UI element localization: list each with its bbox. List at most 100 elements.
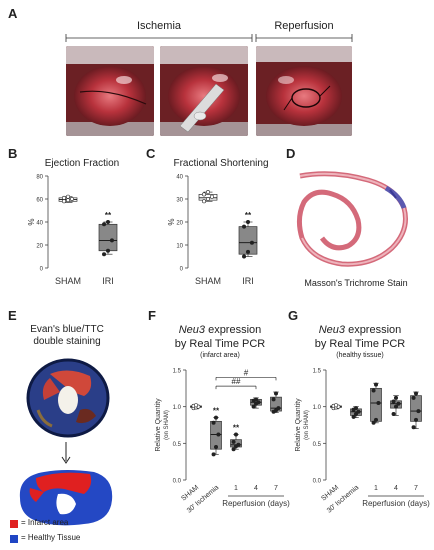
chart-f-title-line1: Neu3 expression bbox=[150, 324, 290, 336]
significance-mark: ** bbox=[245, 211, 252, 220]
y-tick-label: 1.5 bbox=[313, 369, 322, 375]
timeline-brackets bbox=[65, 34, 353, 42]
data-point bbox=[231, 439, 236, 444]
data-point bbox=[202, 192, 207, 197]
panel-label-c: C bbox=[146, 146, 156, 161]
data-point bbox=[374, 382, 379, 387]
masson-caption: Masson's Trichrome Stain bbox=[304, 278, 408, 288]
infarct-legend-swatch bbox=[10, 520, 18, 528]
data-point bbox=[246, 219, 251, 224]
box-iqr bbox=[98, 223, 118, 252]
chart-g-title-line3: (healthy tissue) bbox=[336, 352, 384, 359]
significance-mark: ** bbox=[105, 211, 112, 220]
data-point bbox=[376, 400, 381, 405]
box-iqr bbox=[238, 226, 258, 255]
panel-label-g: G bbox=[288, 308, 299, 323]
data-point bbox=[242, 254, 247, 259]
category-label: 1 bbox=[374, 485, 378, 492]
category-label: 1 bbox=[234, 485, 238, 492]
data-point bbox=[251, 404, 256, 409]
y-axis-label: Relative Quantity bbox=[295, 398, 302, 452]
chart-f-title-line2: by Real Time PCR bbox=[174, 338, 266, 350]
y-tick-label: 80 bbox=[36, 175, 43, 181]
surgery-photo-reperfusion bbox=[256, 46, 352, 136]
data-point bbox=[274, 391, 279, 396]
evans-title-line2: double staining bbox=[33, 336, 101, 347]
data-point bbox=[205, 190, 210, 195]
data-point bbox=[354, 411, 359, 416]
masson-trichrome-section bbox=[292, 168, 418, 272]
y-tick-label: 0.5 bbox=[313, 442, 322, 448]
data-point bbox=[102, 252, 107, 257]
data-point bbox=[249, 240, 254, 245]
panel-label-a: A bbox=[8, 6, 18, 21]
data-point bbox=[356, 409, 361, 414]
data-point bbox=[276, 406, 281, 411]
data-point bbox=[214, 415, 219, 420]
y-axis-label: Relative Quantity bbox=[155, 398, 162, 452]
data-point bbox=[391, 399, 396, 404]
chart-f-gene-name: Neu3 bbox=[178, 324, 206, 336]
infarct-legend-label: = Infarct area bbox=[21, 518, 69, 527]
data-point bbox=[236, 442, 241, 447]
significance-mark: ** bbox=[213, 407, 220, 416]
chart-f-title-rest: expression bbox=[205, 324, 262, 336]
data-point bbox=[271, 397, 276, 402]
y-tick-label: 20 bbox=[36, 244, 43, 250]
data-point bbox=[211, 420, 216, 425]
data-point bbox=[231, 447, 236, 452]
heart-slice-schematic bbox=[14, 466, 118, 528]
y-tick-label: 0.0 bbox=[173, 479, 182, 485]
data-point bbox=[211, 452, 216, 457]
reperfusion-group-label: Reperfusion (days) bbox=[362, 499, 430, 508]
y-tick-label: 20 bbox=[176, 221, 183, 227]
data-point bbox=[102, 222, 107, 227]
y-tick-label: 10 bbox=[176, 244, 183, 250]
data-point bbox=[391, 411, 396, 416]
data-point bbox=[109, 238, 114, 243]
y-tick-label: 0.0 bbox=[313, 479, 322, 485]
data-point bbox=[351, 414, 356, 419]
data-point bbox=[205, 196, 210, 201]
data-point bbox=[193, 403, 198, 408]
y-axis-label: % bbox=[167, 218, 176, 225]
data-point bbox=[242, 224, 247, 229]
data-point bbox=[394, 395, 399, 400]
data-point bbox=[69, 196, 74, 201]
data-point bbox=[411, 425, 416, 430]
data-point bbox=[371, 388, 376, 393]
data-point bbox=[414, 391, 419, 396]
panel-label-b: B bbox=[8, 146, 18, 161]
chart-c-title: Fractional Shortening bbox=[173, 158, 269, 169]
evans-title-line1: Evan's blue/TTC bbox=[30, 324, 104, 335]
data-point bbox=[371, 420, 376, 425]
data-point bbox=[216, 432, 221, 437]
data-point bbox=[106, 248, 111, 253]
data-point bbox=[209, 194, 214, 199]
data-point bbox=[214, 445, 219, 450]
category-label: 7 bbox=[274, 485, 278, 492]
y-axis-label: % bbox=[27, 218, 36, 225]
chart-f-title-line3: (infarct area) bbox=[200, 352, 240, 359]
y-tick-label: 1.5 bbox=[173, 369, 182, 375]
y-tick-label: 30 bbox=[176, 198, 183, 204]
y-tick-label: 40 bbox=[36, 221, 43, 227]
data-point bbox=[62, 199, 67, 204]
heart-slice-photo bbox=[20, 356, 116, 440]
y-tick-label: 40 bbox=[176, 175, 183, 181]
y-tick-label: 0 bbox=[40, 267, 44, 273]
y-axis-label-2: (on SHAM) bbox=[164, 410, 170, 440]
panel-label-d: D bbox=[286, 146, 296, 161]
surgery-photo-ischemia-1 bbox=[66, 46, 154, 136]
panel-label-e: E bbox=[8, 308, 17, 323]
chart-g-gene-name: Neu3 bbox=[318, 324, 346, 336]
box-iqr bbox=[370, 387, 382, 422]
reperfusion-label: Reperfusion bbox=[274, 20, 334, 32]
bracket-label: ## bbox=[232, 377, 241, 386]
y-tick-label: 0.5 bbox=[173, 442, 182, 448]
healthy-legend-swatch bbox=[10, 535, 18, 543]
arrow-down-icon bbox=[61, 442, 71, 464]
